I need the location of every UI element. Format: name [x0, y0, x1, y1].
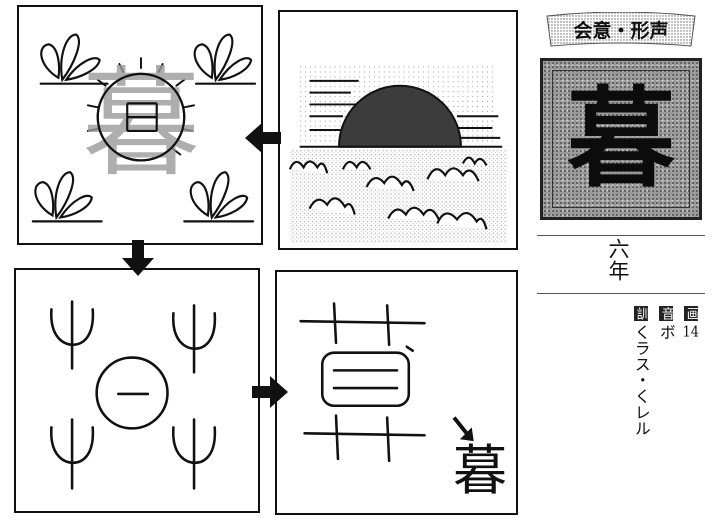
- arrow-left-icon: [245, 122, 281, 154]
- on-reading-label: 音: [658, 306, 674, 321]
- sun-circle: [95, 356, 169, 430]
- plant-icon-tr: [193, 33, 257, 85]
- grass-icon-bl: [50, 418, 95, 490]
- plant-icon-br: [183, 171, 255, 223]
- category-badge: 会意・形声: [545, 12, 697, 48]
- divider-bottom: [537, 293, 705, 294]
- plant-icon-bl: [31, 171, 103, 223]
- ancient-form-drawing: 暮: [31, 33, 257, 223]
- divider-top: [537, 235, 705, 236]
- derived-drawing: [299, 302, 474, 463]
- grass-icon-tl: [50, 300, 95, 370]
- sunset-drawing: [288, 66, 507, 244]
- on-reading-value: ボ: [656, 324, 676, 340]
- kanji-display-box: 暮: [540, 58, 702, 220]
- panel-sunset-scene: [278, 10, 518, 250]
- main-kanji: 暮: [552, 70, 690, 208]
- kun-reading-value: くラス・くレル: [631, 324, 651, 436]
- setting-sun: [338, 84, 462, 148]
- simplified-drawing: [50, 300, 217, 490]
- gray-kanji-shape: 暮: [82, 54, 200, 192]
- grass-icon-br: [172, 418, 217, 490]
- arrow-right-icon: [252, 376, 288, 408]
- panel-derived-form: 暮: [275, 270, 518, 515]
- strokes-value: 14: [682, 324, 700, 339]
- strokes-info: 画 14: [682, 306, 700, 339]
- plant-icon-tl: [39, 33, 109, 85]
- strokes-label: 画: [683, 306, 699, 321]
- panel-simplified-form: [14, 268, 260, 513]
- kun-reading-info: 訓くラス・くレル: [631, 306, 651, 436]
- small-arrow-icon: [452, 416, 474, 442]
- arrow-down-icon: [122, 240, 154, 276]
- category-label: 会意・形声: [573, 20, 669, 42]
- bushes: [288, 156, 488, 230]
- panel-ancient-form: 暮: [17, 5, 263, 245]
- kun-reading-label: 訓: [633, 306, 649, 321]
- result-kanji: 暮: [453, 439, 507, 502]
- on-reading-info: 音ボ: [656, 306, 676, 340]
- sun-rays: [86, 57, 196, 156]
- grass-icon-tr: [172, 304, 217, 374]
- grade-label: 六年: [606, 238, 630, 282]
